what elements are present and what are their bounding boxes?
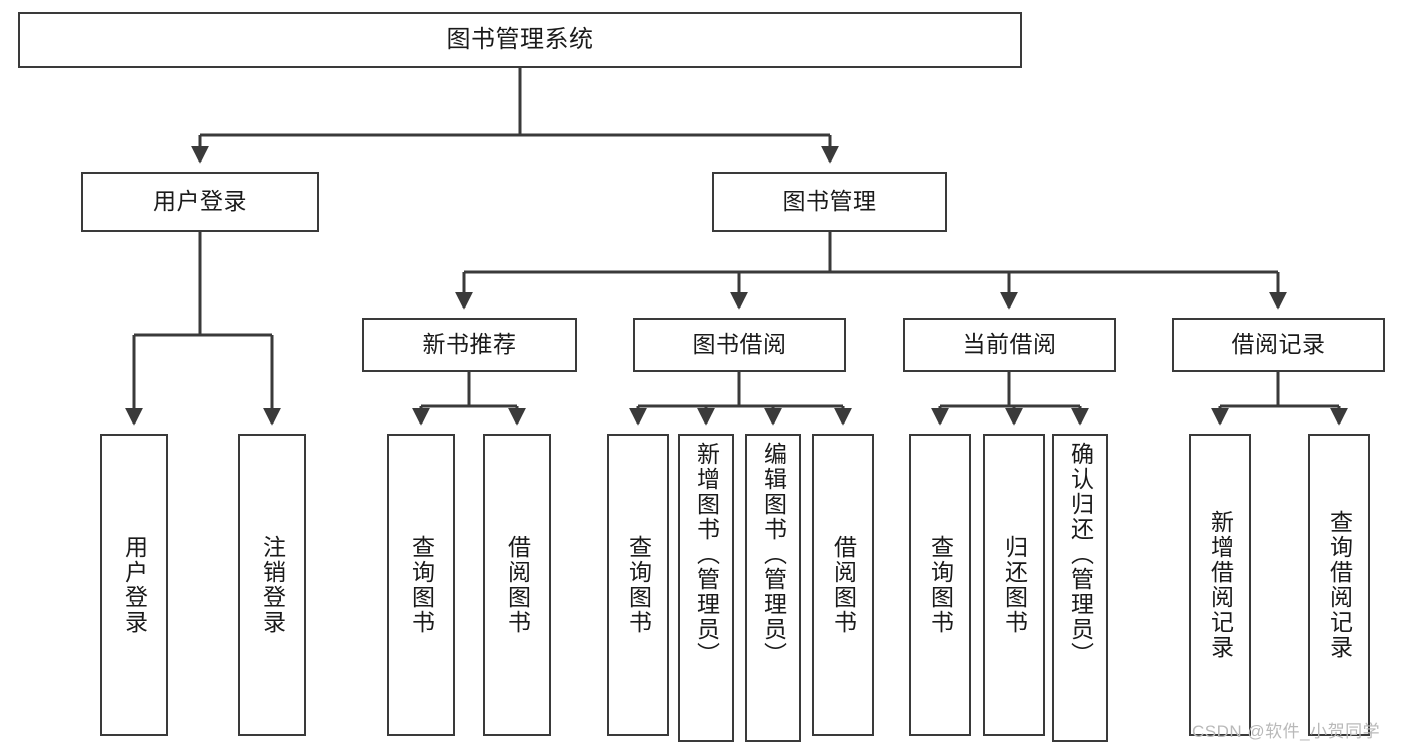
node-label: 借阅图书 xyxy=(830,535,857,635)
node-label: 用户登录 xyxy=(153,188,247,215)
node-label: 用户登录 xyxy=(121,535,148,635)
node-leaf-return-book[interactable]: 归还图书 xyxy=(983,434,1045,736)
node-leaf-borrow-book-rec[interactable]: 借阅图书 xyxy=(483,434,551,736)
node-label: 图书管理 xyxy=(782,188,877,215)
node-leaf-borrow-book[interactable]: 借阅图书 xyxy=(812,434,874,736)
node-label: 编辑图书（管理员） xyxy=(760,442,787,667)
node-user-login[interactable]: 用户登录 xyxy=(81,172,319,232)
node-label: 图书借阅 xyxy=(692,331,787,358)
node-label: 新书推荐 xyxy=(422,331,517,358)
node-leaf-add-borrow-record[interactable]: 新增借阅记录 xyxy=(1189,434,1251,736)
node-label: 查询图书 xyxy=(408,535,435,635)
node-label: 新增借阅记录 xyxy=(1207,510,1234,660)
node-current-borrow[interactable]: 当前借阅 xyxy=(903,318,1116,372)
node-label: 注销登录 xyxy=(259,535,286,635)
node-borrow-record[interactable]: 借阅记录 xyxy=(1172,318,1385,372)
node-label: 查询图书 xyxy=(927,535,954,635)
node-new-book-rec[interactable]: 新书推荐 xyxy=(362,318,577,372)
node-label: 当前借阅 xyxy=(962,331,1057,358)
node-label: 图书管理系统 xyxy=(446,25,594,53)
node-leaf-query-book-rec[interactable]: 查询图书 xyxy=(387,434,455,736)
node-leaf-add-book-admin[interactable]: 新增图书（管理员） xyxy=(678,434,734,742)
node-leaf-edit-book-admin[interactable]: 编辑图书（管理员） xyxy=(745,434,801,742)
node-leaf-user-login[interactable]: 用户登录 xyxy=(100,434,168,736)
node-label: 新增图书（管理员） xyxy=(693,442,720,667)
node-root-system[interactable]: 图书管理系统 xyxy=(18,12,1022,68)
node-label: 查询借阅记录 xyxy=(1326,510,1353,660)
csdn-watermark: CSDN @软件_小贺同学 xyxy=(1192,722,1381,741)
node-leaf-user-logout[interactable]: 注销登录 xyxy=(238,434,306,736)
node-leaf-confirm-return-admin[interactable]: 确认归还（管理员） xyxy=(1052,434,1108,742)
node-label: 确认归还（管理员） xyxy=(1067,442,1094,667)
node-label: 归还图书 xyxy=(1001,535,1028,635)
node-book-manage[interactable]: 图书管理 xyxy=(712,172,947,232)
node-leaf-query-book-current[interactable]: 查询图书 xyxy=(909,434,971,736)
node-label: 查询图书 xyxy=(625,535,652,635)
node-label: 借阅图书 xyxy=(504,535,531,635)
node-leaf-query-book[interactable]: 查询图书 xyxy=(607,434,669,736)
node-label: 借阅记录 xyxy=(1231,331,1326,358)
node-leaf-query-borrow-record[interactable]: 查询借阅记录 xyxy=(1308,434,1370,736)
node-book-borrow[interactable]: 图书借阅 xyxy=(633,318,846,372)
